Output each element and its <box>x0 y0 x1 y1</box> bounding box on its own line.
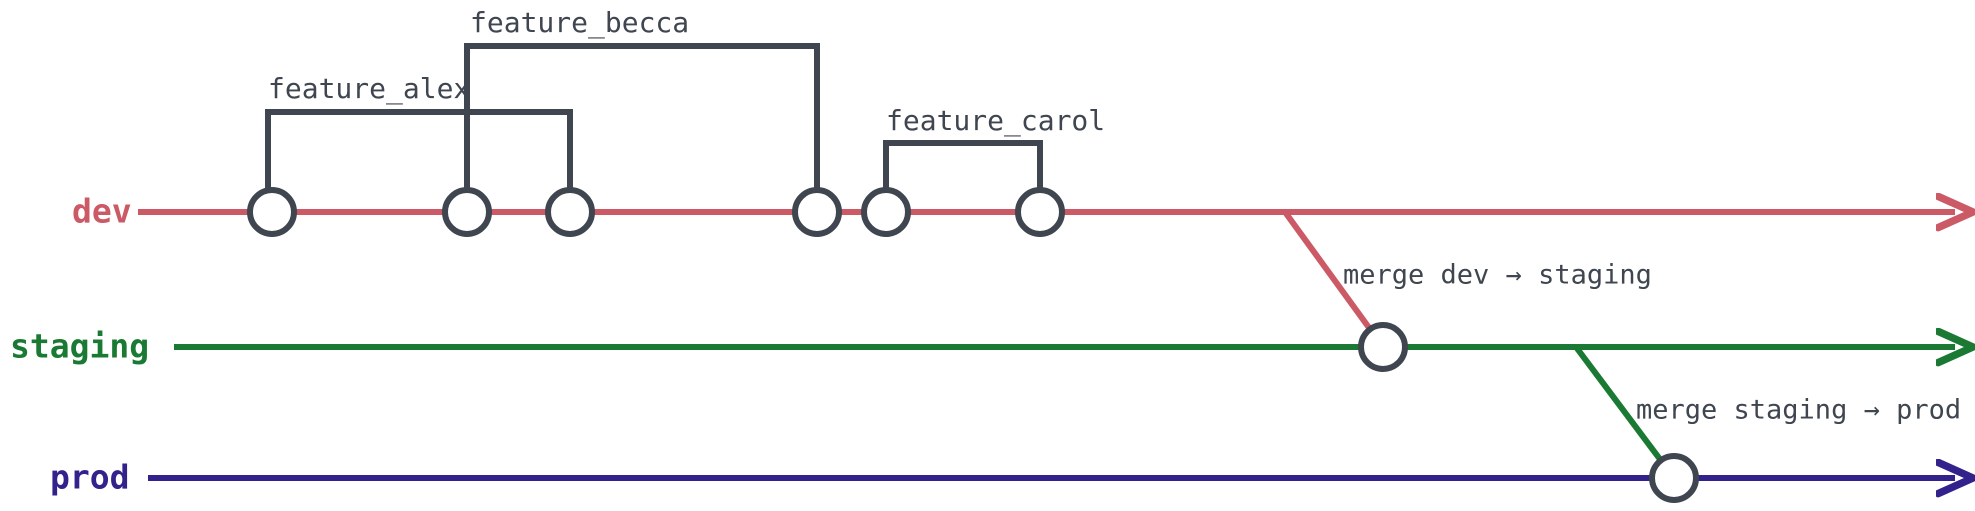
merge-line-layer <box>1282 210 1677 480</box>
commit-node-dev-1[interactable] <box>442 187 492 237</box>
merge-label-layer: merge dev → staging merge staging → prod <box>1343 260 1961 426</box>
merge-label-merge-staging-prod: merge staging → prod <box>1636 395 1961 426</box>
feature-label-feature_becca: feature_becca <box>470 6 689 40</box>
commit-node-dev-4[interactable] <box>861 187 911 237</box>
branch-label-prod: prod <box>50 458 129 497</box>
branch-label-layer: dev staging prod <box>10 192 149 497</box>
feature-label-feature_alex: feature_alex <box>268 72 470 106</box>
commit-node-staging-0[interactable] <box>1358 322 1408 372</box>
feature-bracket-feature_becca <box>464 43 820 212</box>
commit-node-prod-0[interactable] <box>1649 453 1699 503</box>
branch-label-dev: dev <box>72 192 132 231</box>
feature-label-feature_carol: feature_carol <box>886 104 1105 138</box>
feature-bracket-layer <box>265 43 1043 212</box>
merge-label-merge-dev-staging: merge dev → staging <box>1343 260 1652 291</box>
commit-node-dev-0[interactable] <box>247 187 297 237</box>
merge-line-merge-dev-staging <box>1282 210 1386 349</box>
branch-label-staging: staging <box>10 327 149 366</box>
commit-node-layer <box>247 187 1699 503</box>
commit-node-dev-5[interactable] <box>1015 187 1065 237</box>
feature-bracket-feature_alex <box>265 109 573 212</box>
commit-node-dev-3[interactable] <box>792 187 842 237</box>
feature-bracket-feature_carol <box>883 140 1043 212</box>
merge-line-merge-staging-prod <box>1573 345 1677 480</box>
commit-node-dev-2[interactable] <box>545 187 595 237</box>
branch-line-layer <box>138 212 1955 478</box>
